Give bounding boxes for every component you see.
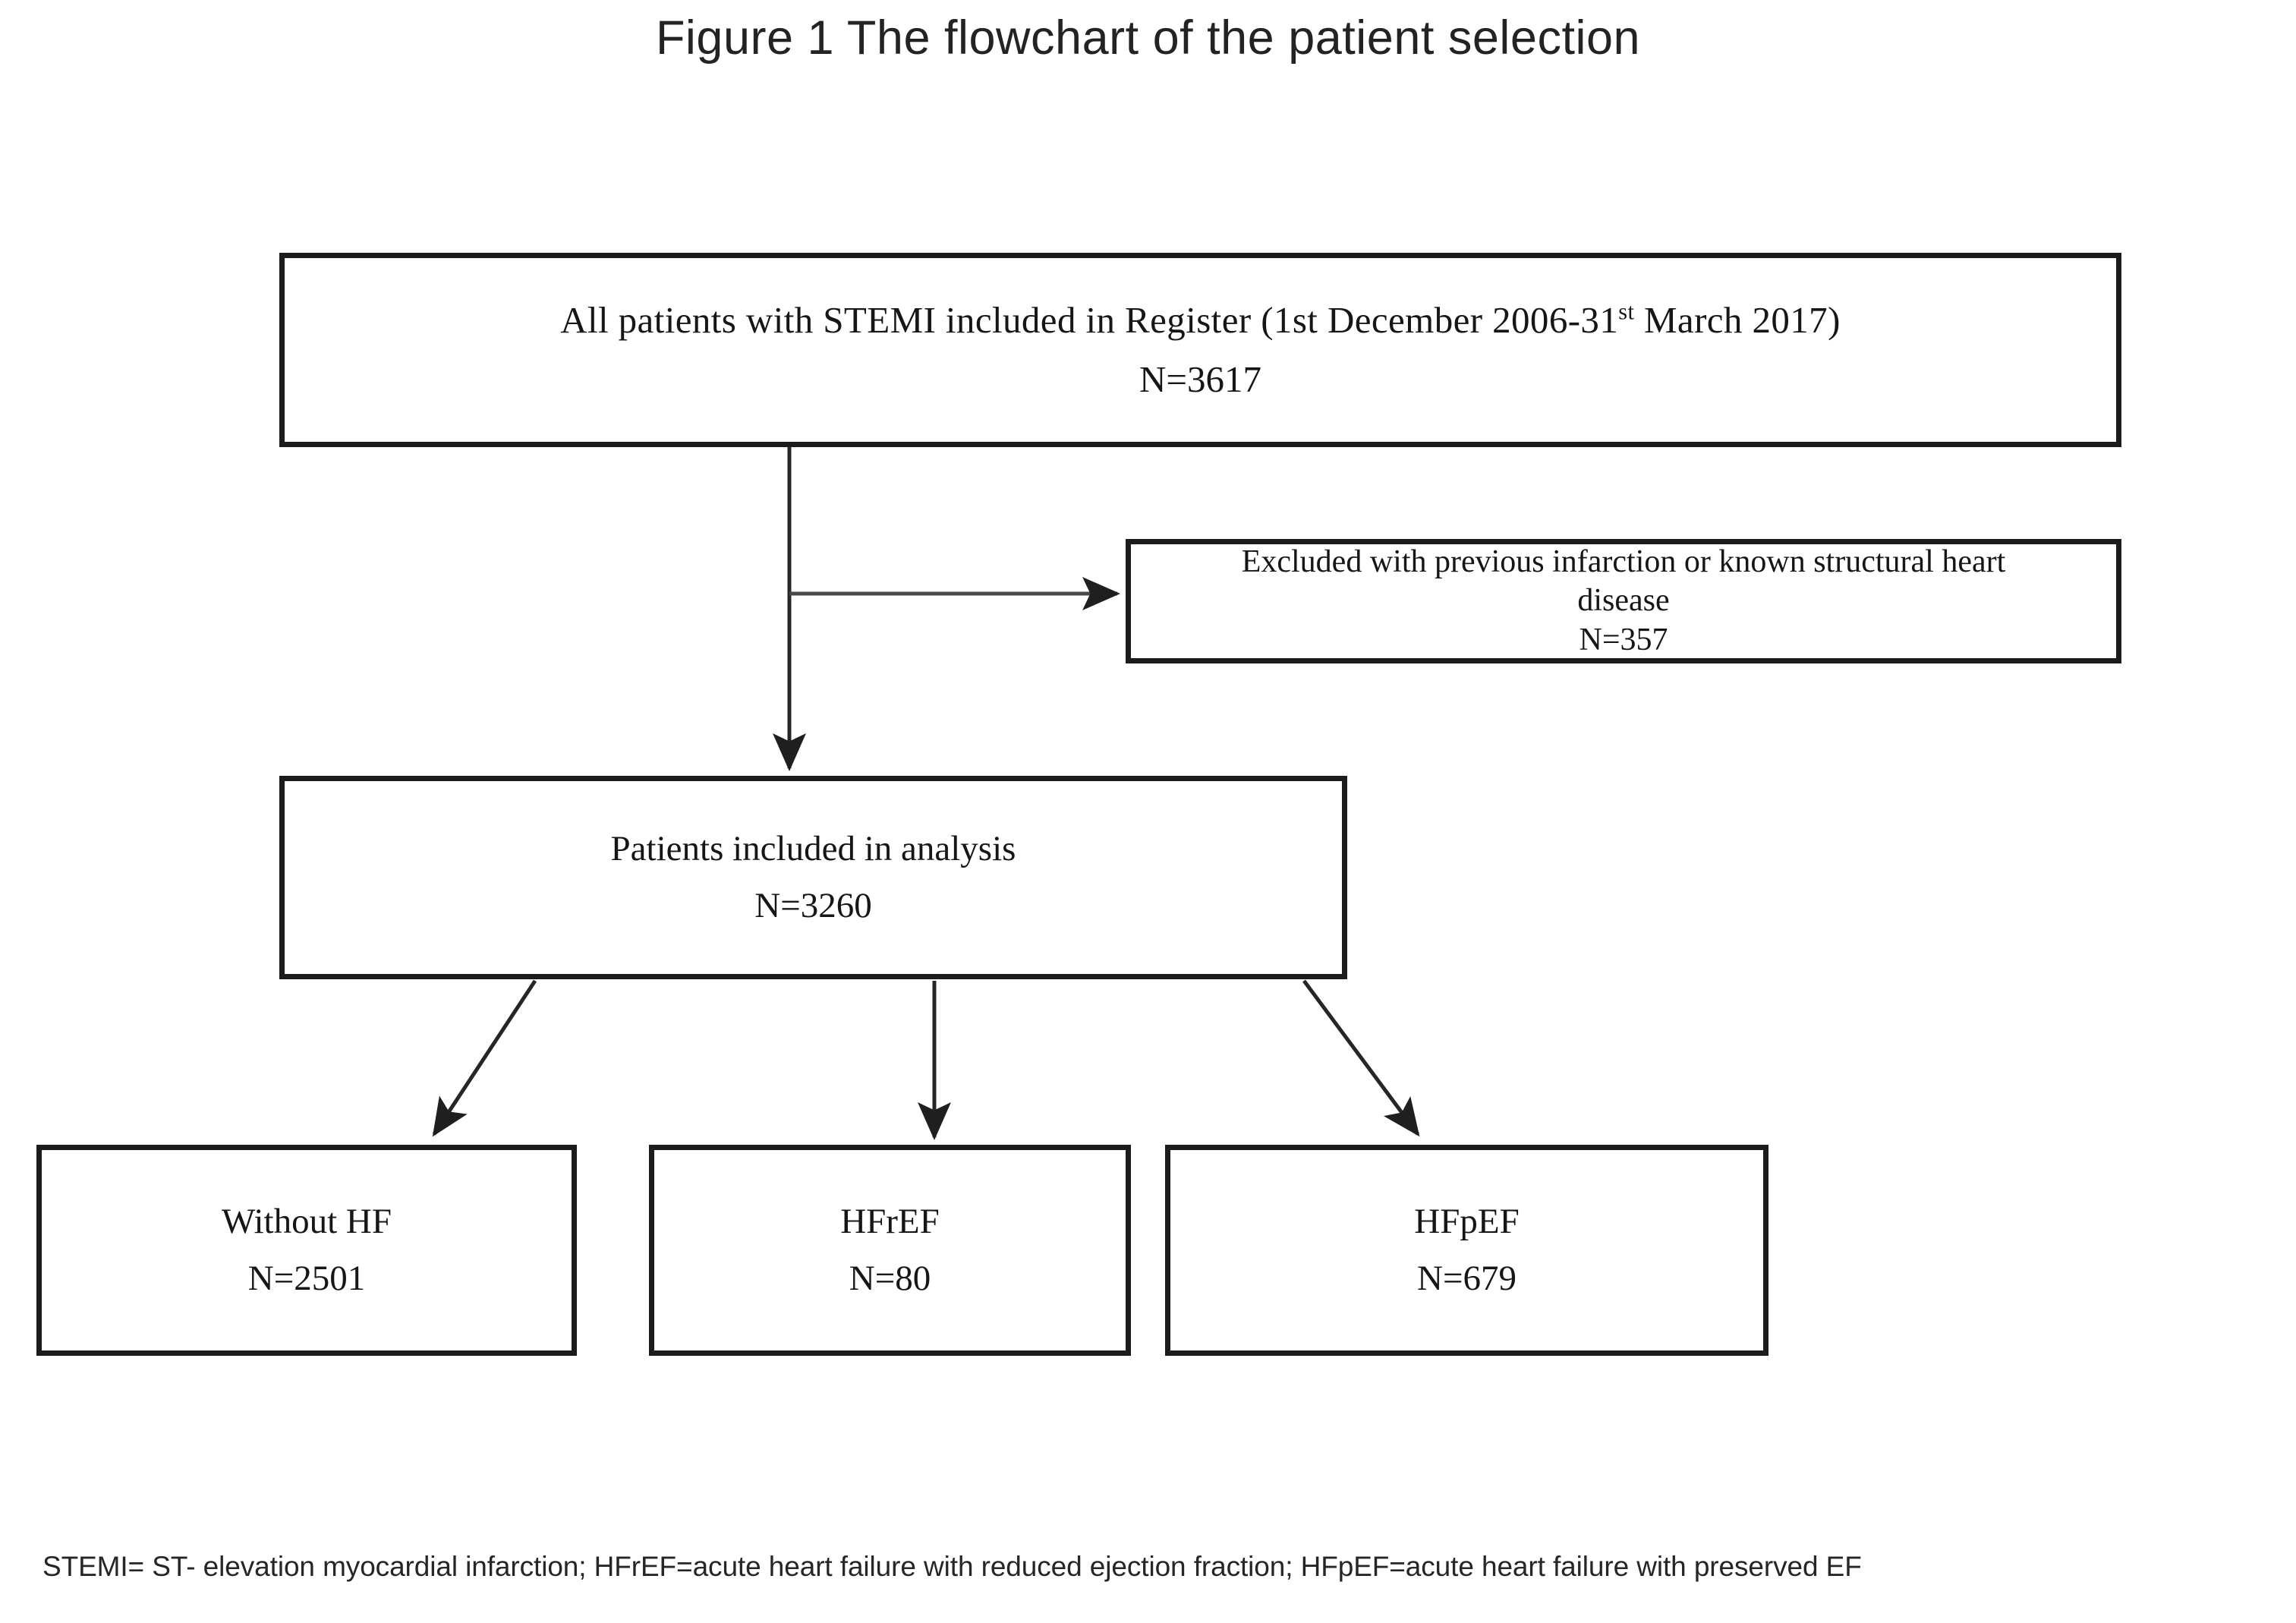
node-patients-included: Patients included in analysis N=3260	[279, 776, 1347, 979]
node-hfpef-count: N=679	[1417, 1259, 1516, 1298]
connector-analysis-to-without-hf	[432, 979, 537, 1137]
node-hfref-count: N=80	[849, 1259, 931, 1298]
node-patients-included-count: N=3260	[754, 886, 872, 925]
node-all-patients-count: N=3617	[1139, 358, 1262, 400]
node-patients-included-label: Patients included in analysis	[610, 828, 1016, 868]
node-excluded-label-line1: Excluded with previous infarction or kno…	[1241, 544, 2006, 580]
node-hfref-label: HFrEF	[840, 1201, 940, 1241]
node-excluded-label-line2: disease	[1577, 583, 1670, 619]
ordinal-suffix: st	[1618, 298, 1635, 325]
node-hfpef: HFpEF N=679	[1165, 1145, 1768, 1356]
node-excluded-count: N=357	[1579, 622, 1668, 657]
node-all-patients: All patients with STEMI included in Regi…	[279, 253, 2121, 447]
figure-title: Figure 1 The flowchart of the patient se…	[655, 11, 1641, 65]
node-without-hf-count: N=2501	[247, 1259, 366, 1298]
connector-analysis-to-hfpef	[1302, 979, 1420, 1137]
node-excluded: Excluded with previous infarction or kno…	[1126, 539, 2121, 663]
node-hfref: HFrEF N=80	[649, 1145, 1131, 1356]
node-all-patients-label: All patients with STEMI included in Regi…	[560, 298, 1841, 342]
node-hfpef-label: HFpEF	[1414, 1201, 1520, 1241]
node-without-hf: Without HF N=2501	[36, 1145, 577, 1356]
node-without-hf-label: Without HF	[222, 1201, 392, 1241]
figure-footnote: STEMI= ST- elevation myocardial infarcti…	[43, 1551, 1862, 1582]
